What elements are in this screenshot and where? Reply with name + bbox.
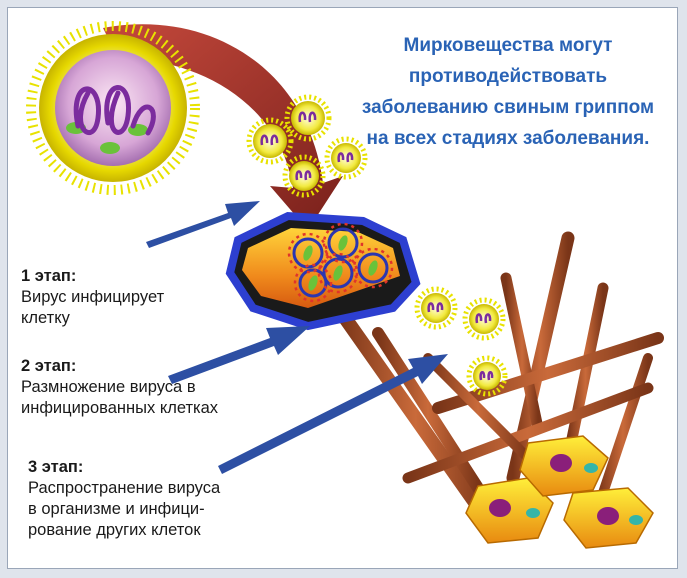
stage-2-title: 2 этап: [21, 356, 281, 377]
stage-3-text: Распространение вируса в организме и инф… [28, 478, 288, 541]
tissue-cells [466, 436, 653, 548]
stage-3: 3 этап: Распространение вируса в организ… [28, 457, 288, 541]
stage-2: 2 этап: Размножение вируса в инфицирован… [21, 356, 281, 419]
stage-2-text: Размножение вируса в инфицированных клет… [21, 377, 281, 419]
stage-1-title: 1 этап: [21, 266, 241, 287]
stage-1-text: Вирус инфицирует клетку [21, 287, 241, 329]
stage-3-title: 3 этап: [28, 457, 288, 478]
headline: Мирковещества могут противодействовать з… [353, 30, 663, 154]
stage-1: 1 этап: Вирус инфицирует клетку [21, 266, 241, 329]
diagram-frame: Мирковещества могут противодействовать з… [7, 7, 678, 569]
infected-cell [230, 216, 416, 326]
